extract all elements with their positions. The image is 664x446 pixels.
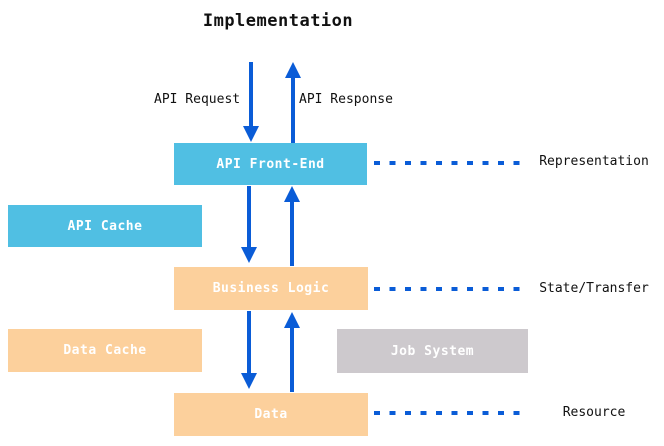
frontend-to-logic-down-arrow-icon (241, 186, 257, 263)
node-data-cache: Data Cache (8, 329, 202, 372)
layer-label-representation: Representation (539, 154, 649, 169)
layer-label-resource: Resource (562, 405, 626, 420)
api-request-label: API Request (154, 92, 241, 107)
data-to-logic-up-arrow-icon (284, 312, 300, 392)
node-api-cache: API Cache (8, 205, 202, 247)
api-response-label: API Response (299, 92, 393, 107)
logic-to-frontend-up-arrow-icon (284, 186, 300, 266)
logic-to-data-down-arrow-icon (241, 311, 257, 389)
node-job-system: Job System (337, 329, 528, 373)
api-response-up-arrow-icon (285, 62, 301, 143)
node-data: Data (174, 393, 368, 436)
node-business-logic: Business Logic (174, 267, 368, 310)
api-request-down-arrow-icon (243, 62, 259, 142)
diagram-title: Implementation (202, 11, 354, 31)
node-api-front-end: API Front-End (174, 143, 367, 185)
layer-label-state-transfer: State/Transfer (539, 281, 649, 296)
